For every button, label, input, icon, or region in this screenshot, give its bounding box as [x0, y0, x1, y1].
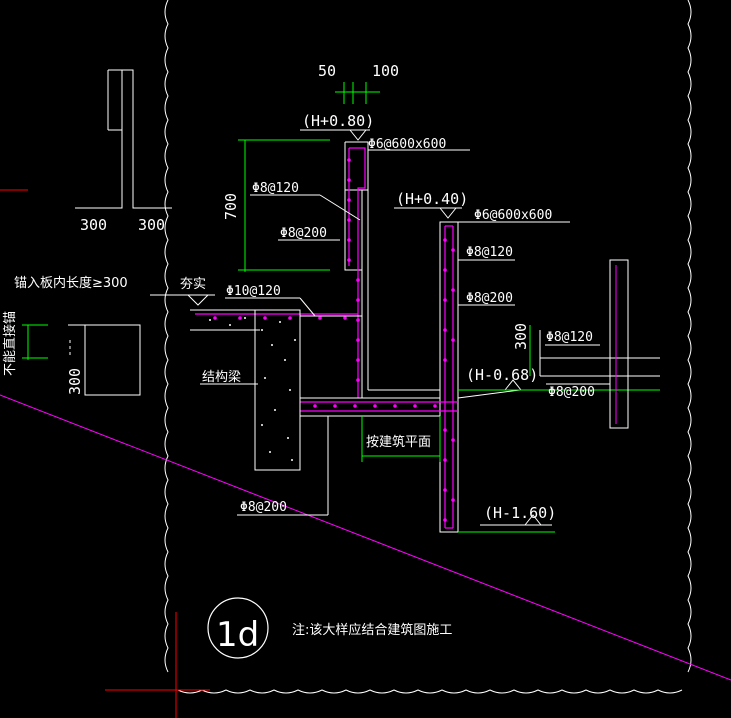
- rebar-label-slab-120: Φ10@120: [226, 284, 281, 299]
- compact-label: 夯实: [180, 277, 206, 292]
- dim-700-line: [238, 139, 330, 272]
- beam-concrete-dots: [209, 317, 296, 461]
- structural-beam: [254, 309, 328, 471]
- detail-id: 1d: [216, 615, 259, 655]
- floor-level-line: [361, 416, 441, 462]
- upper-parapet-rebar: [348, 147, 366, 266]
- dim-100: 100: [372, 62, 399, 80]
- upper-slab: [190, 309, 362, 331]
- rebar-label-right-wall-top: Φ6@600x600: [474, 208, 552, 223]
- small-detail-top-left: [75, 69, 172, 209]
- rebar-label-right-120: Φ8@120: [466, 245, 513, 260]
- dim-300-right: 300: [138, 216, 165, 234]
- elevation-h-plus-040: (H+0.40): [396, 190, 468, 208]
- right-tall-wall-rebar: [444, 225, 454, 529]
- rebar-label-section-120: Φ8@120: [546, 330, 593, 345]
- magenta-diagonal-line: [0, 394, 731, 681]
- structural-beam-label: 结构梁: [202, 370, 241, 385]
- rebar-label-parapet-200: Φ8@200: [280, 226, 327, 241]
- clear-anchor-label: 不能直接锚: [2, 311, 18, 376]
- elevation-marker-080: [300, 129, 370, 141]
- elevation-h-plus-080: (H+0.80): [302, 112, 374, 130]
- detail-bubble: [207, 597, 269, 659]
- building-plan-label: 按建筑平面: [366, 434, 431, 450]
- upper-parapet-wall: [344, 141, 369, 271]
- elevation-h-minus-068: (H-0.68): [466, 366, 538, 384]
- rebar-label-beam-200: Φ8@200: [240, 500, 287, 515]
- rebar-label-right-200: Φ8@200: [466, 291, 513, 306]
- anchor-length-note: 锚入板内长度≥300: [14, 275, 128, 291]
- construction-note: 注:该大样应结合建筑图施工: [292, 622, 452, 638]
- right-small-section: [539, 259, 660, 429]
- rebar-label-parapet-120: Φ8@120: [252, 181, 299, 196]
- right-tall-wall: [439, 221, 459, 533]
- small-detail-lower-left: [22, 324, 141, 396]
- dim-50: 50: [318, 62, 336, 80]
- compact-marker: [150, 294, 215, 306]
- dim-300-right-section: 300: [512, 323, 530, 350]
- dim-700: 700: [222, 193, 240, 220]
- rebar-section-dots: [213, 158, 455, 522]
- dim-300-vertical-left: 300: [66, 368, 84, 395]
- slab-rebar: [300, 401, 458, 412]
- top-dimension: [335, 82, 380, 104]
- rebar-label-section-200: Φ8@200: [548, 385, 595, 400]
- rebar-label-top: Φ6@600x600: [368, 137, 446, 152]
- elevation-h-minus-160: (H-1.60): [484, 504, 556, 522]
- dim-300-left: 300: [80, 216, 107, 234]
- leader-lines: [200, 149, 570, 516]
- main-wall-outline: [361, 190, 440, 398]
- elevation-marker-040: [394, 207, 462, 219]
- slab-outline: [300, 397, 440, 417]
- elevation-marker-160: [480, 514, 552, 526]
- revision-cloud-boundary: [164, 0, 692, 694]
